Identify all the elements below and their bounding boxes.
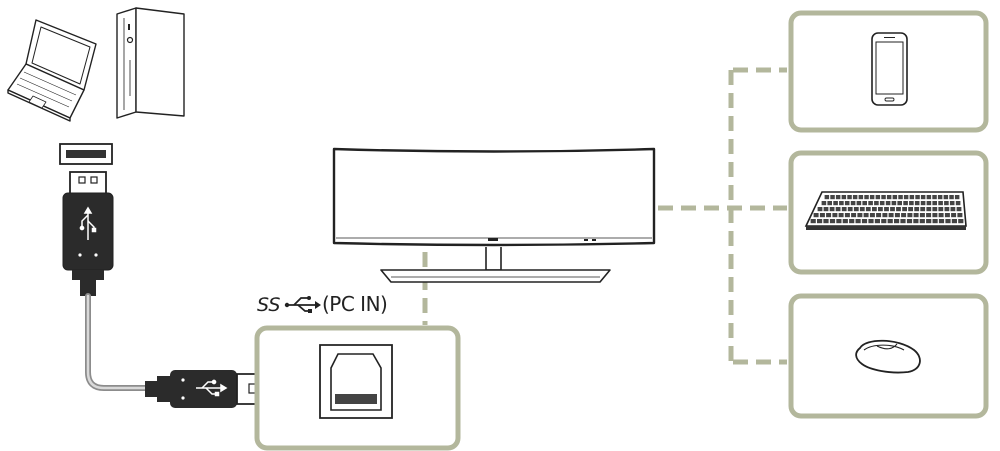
smartphone-icon (871, 32, 908, 106)
svg-text:SS: SS (257, 294, 280, 316)
superspeed-usb-icon: SS (257, 294, 321, 316)
usb-b-plug-icon (145, 370, 273, 408)
usb-b-port-icon (319, 344, 393, 419)
usb-cable-icon (85, 293, 153, 391)
laptop-icon (7, 19, 97, 122)
port-label-text: (PC IN) (322, 292, 388, 316)
curved-monitor-icon (332, 147, 656, 283)
mouse-icon (855, 339, 921, 374)
pc-tower-icon (116, 7, 185, 119)
keyboard-icon (804, 191, 967, 230)
usb-a-plug-icon (62, 171, 114, 296)
usb-a-port-icon (59, 143, 113, 165)
peripheral-connector-dashed-lines (658, 67, 787, 365)
pc-in-port-label: SS (PC IN) (257, 290, 388, 318)
